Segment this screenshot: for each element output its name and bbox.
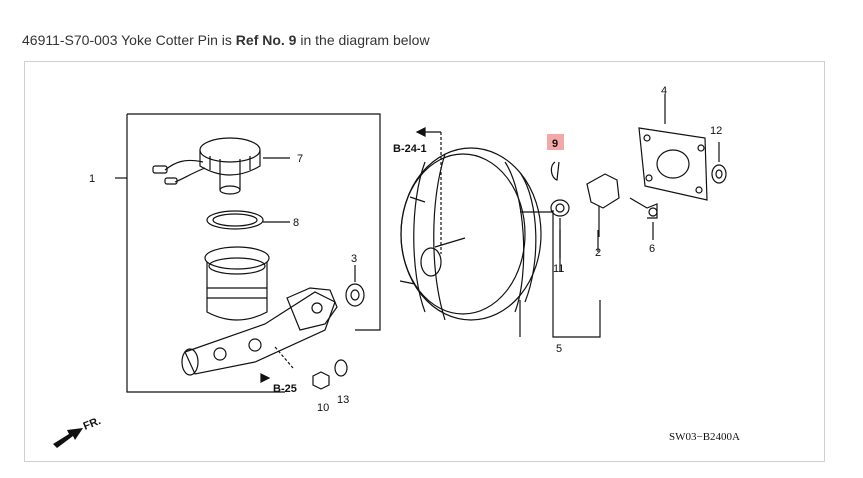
sensor-connector [152,165,168,174]
ref-number-10: 10 [317,402,329,414]
ref-label: Ref No. 9 [235,32,297,48]
reservoir-cap [199,137,261,163]
master-cylinder-frame-left [126,114,285,393]
ref-number-12: 12 [710,125,722,137]
ref-9-highlight [547,134,564,150]
ref-number-9: 9 [552,138,558,150]
yoke-part-2 [586,173,620,209]
parts-diagram: FR. 1 2 3 4 5 6 7 8 9 10 11 12 13 B-24-1… [24,61,825,462]
yoke-cotter-pin [550,161,560,181]
ref-number-6: 6 [649,243,655,255]
nut-part-11 [550,199,570,217]
caption-tail: in the diagram below [300,32,430,48]
ref-number-13: 13 [337,394,349,406]
ref-number-4: 4 [661,85,667,97]
part-name: Yoke Cotter Pin [121,32,218,48]
drawing-code: SW03−B2400A [669,431,740,443]
ref-number-3: 3 [351,253,357,265]
master-cylinder-group-frame [127,113,381,331]
section-ref-b25: B-25 [273,383,297,395]
fr-direction-arrow: FR. [53,415,103,448]
ref-number-7: 7 [297,153,303,165]
nut-part-10 [312,371,330,390]
part-caption: 46911-S70-003 Yoke Cotter Pin is Ref No.… [22,31,430,49]
caption-is: is [221,32,232,48]
clevis-pin-part-6 [629,197,658,219]
mounting-plate-part-4 [638,127,708,201]
section-ref-b24-1: B-24-1 [393,143,427,155]
part-number: 46911-S70-003 [22,32,118,48]
master-cylinder-top [204,246,270,270]
fr-label: FR. [82,415,103,433]
ref-number-2: 2 [595,247,601,259]
washer-part-13 [334,359,348,377]
nut-part-12 [711,164,727,184]
grommet-part-3 [345,283,365,307]
ref-number-8: 8 [293,217,299,229]
ref-number-5: 5 [556,343,562,355]
ref-number-1: 1 [89,173,95,185]
ref-number-11: 11 [553,263,564,275]
diagram-canvas: FR. 1 2 3 4 5 6 7 8 9 10 11 12 13 B-24-1… [53,85,740,448]
reservoir-seal [206,210,264,230]
